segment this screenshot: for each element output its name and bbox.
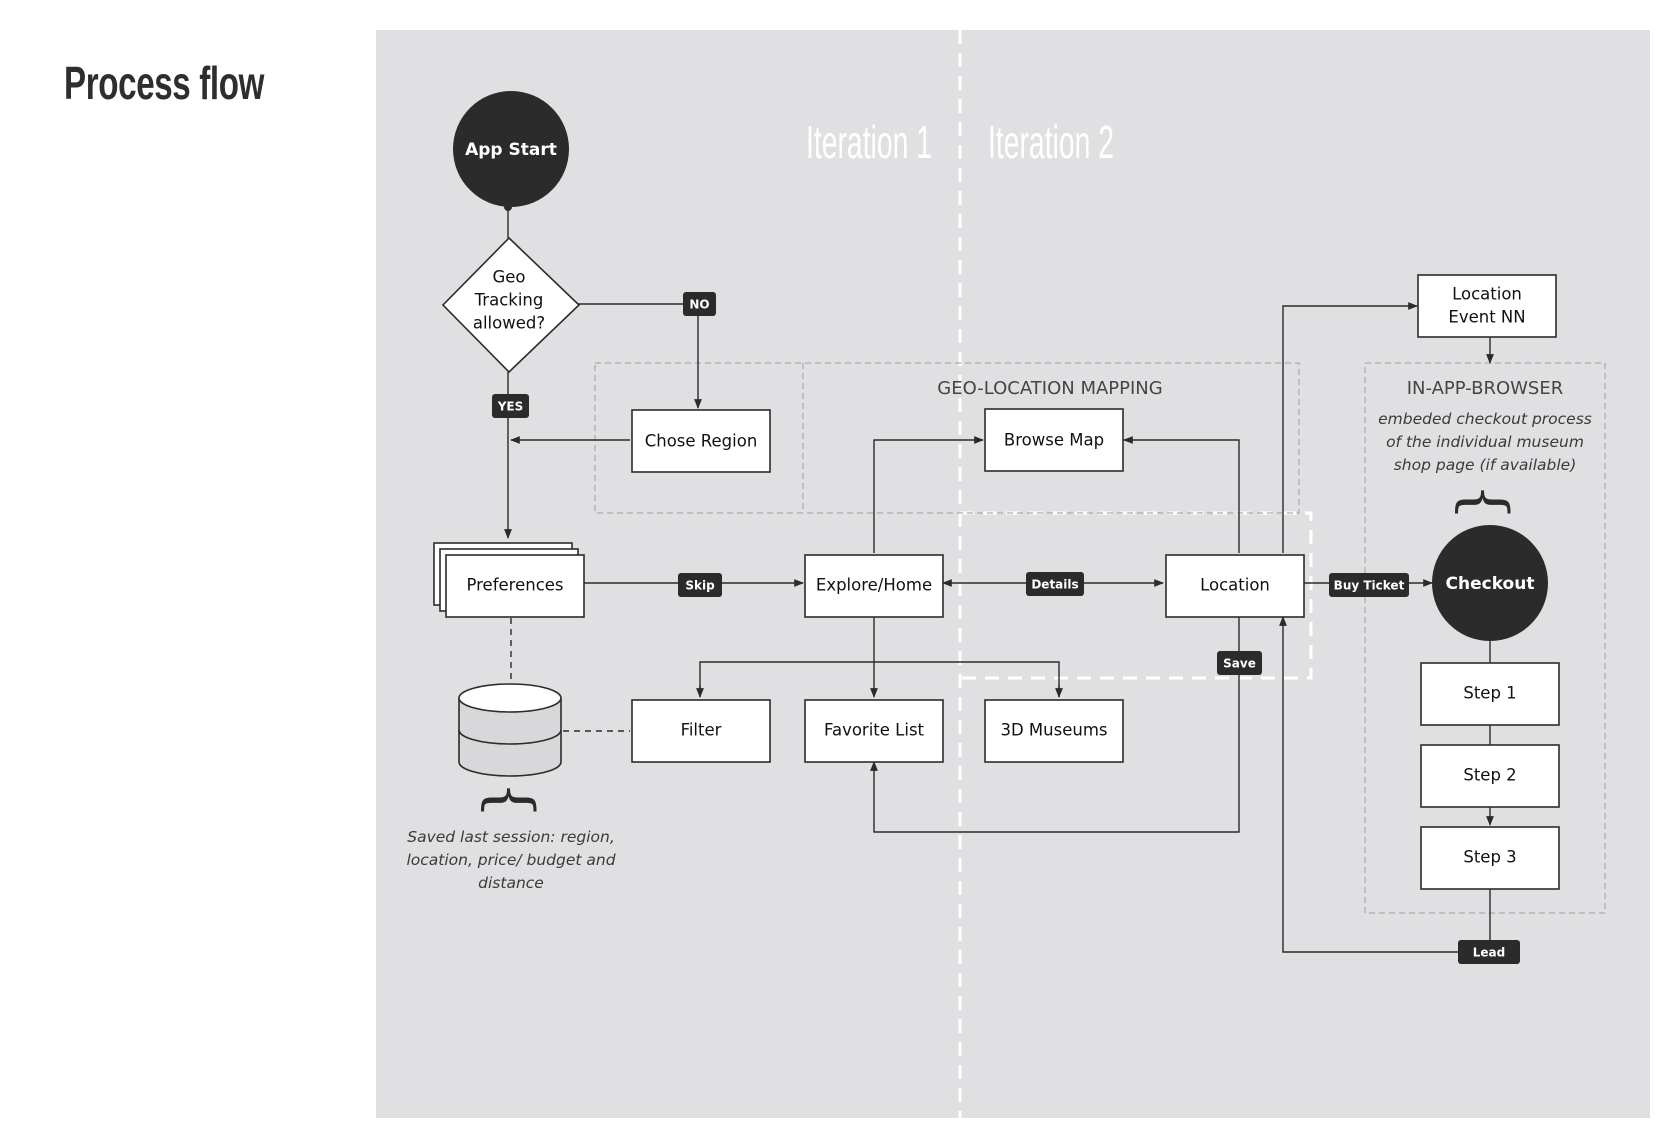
favorite-list-label: Favorite List	[824, 721, 925, 740]
step-1-node[interactable]	[1420, 662, 1560, 726]
step-3-node[interactable]	[1420, 826, 1560, 890]
tag-details: Details	[1026, 572, 1084, 596]
svg-text:YES: YES	[497, 400, 524, 414]
in-app-browser-title: IN-APP-BROWSER	[1407, 378, 1563, 399]
3d-museums-label: 3D Museums	[1000, 721, 1107, 740]
session-note-line-2: location, price/ budget and	[406, 851, 615, 869]
location-event-label-2: Event NN	[1448, 308, 1525, 327]
edge-branch-filter-museums	[699, 661, 1060, 697]
browse-map-node[interactable]	[984, 408, 1124, 472]
location-event-label-1: Location	[1452, 285, 1522, 304]
iteration-1-label: Iteration 1	[806, 116, 932, 168]
checkout-node[interactable]	[1432, 525, 1548, 641]
app-start-node[interactable]	[453, 91, 569, 207]
step-2-label: Step 2	[1463, 766, 1516, 785]
page-title: Process flow	[64, 57, 265, 109]
location-label: Location	[1200, 576, 1270, 595]
in-app-browser-group	[1364, 362, 1606, 914]
tag-save: Save	[1217, 651, 1262, 675]
svg-text:NO: NO	[689, 298, 709, 312]
database-icon	[458, 683, 562, 777]
explore-home-label: Explore/Home	[816, 576, 932, 595]
iteration-2-label: Iteration 2	[988, 116, 1114, 168]
svg-text:Lead: Lead	[1473, 946, 1505, 960]
location-event-node[interactable]	[1417, 274, 1557, 338]
session-note-line-1: Saved last session: region,	[407, 828, 615, 846]
favorite-list-node[interactable]	[804, 699, 944, 763]
geo-tracking-label-3: allowed?	[473, 314, 545, 333]
svg-text:Buy Ticket: Buy Ticket	[1334, 579, 1405, 593]
location-node[interactable]	[1165, 554, 1305, 618]
preferences-label: Preferences	[466, 576, 563, 595]
tag-lead: Lead	[1458, 940, 1520, 964]
explore-home-node[interactable]	[804, 554, 944, 618]
iteration-2-region-outline	[960, 511, 1313, 680]
edge-step3-lead-to-location	[1279, 616, 1491, 953]
tag-no: NO	[683, 292, 716, 316]
geo-tracking-label-1: Geo	[492, 268, 525, 287]
browser-note-line-3: shop page (if available)	[1394, 456, 1577, 474]
step-1-label: Step 1	[1463, 684, 1516, 703]
geo-location-mapping-title: GEO-LOCATION MAPPING	[937, 378, 1162, 399]
tag-skip: Skip	[678, 573, 722, 597]
edge-location-to-event	[1282, 302, 1418, 553]
tag-buy-ticket: Buy Ticket	[1329, 573, 1409, 597]
session-brace-icon: {	[476, 781, 546, 819]
chose-region-label: Chose Region	[645, 432, 758, 451]
browser-brace-icon: {	[1450, 483, 1520, 521]
geo-tracking-decision[interactable]	[441, 236, 581, 374]
tag-yes: YES	[492, 394, 529, 418]
geo-location-mapping-group	[594, 362, 1300, 514]
session-note-line-3: distance	[478, 874, 544, 892]
geo-tracking-label-2: Tracking	[474, 291, 544, 310]
browse-map-label: Browse Map	[1004, 431, 1104, 450]
svg-text:Skip: Skip	[685, 579, 715, 593]
3d-museums-node[interactable]	[984, 699, 1124, 763]
app-start-label: App Start	[465, 140, 557, 160]
chose-region-node[interactable]	[631, 409, 771, 473]
step-2-node[interactable]	[1420, 744, 1560, 808]
step-3-label: Step 3	[1463, 848, 1516, 867]
browser-note-line-1: embeded checkout process	[1378, 410, 1592, 428]
svg-text:Details: Details	[1031, 578, 1078, 592]
filter-node[interactable]	[631, 699, 771, 763]
svg-text:Save: Save	[1223, 657, 1256, 671]
edge-location-save-to-favorite	[870, 615, 1240, 833]
checkout-label: Checkout	[1446, 574, 1535, 594]
browser-note-line-2: of the individual museum	[1386, 433, 1584, 451]
filter-label: Filter	[681, 721, 722, 740]
preferences-node[interactable]	[445, 554, 585, 618]
edge-location-to-map	[1123, 436, 1240, 553]
edge-explore-to-map	[873, 436, 984, 553]
